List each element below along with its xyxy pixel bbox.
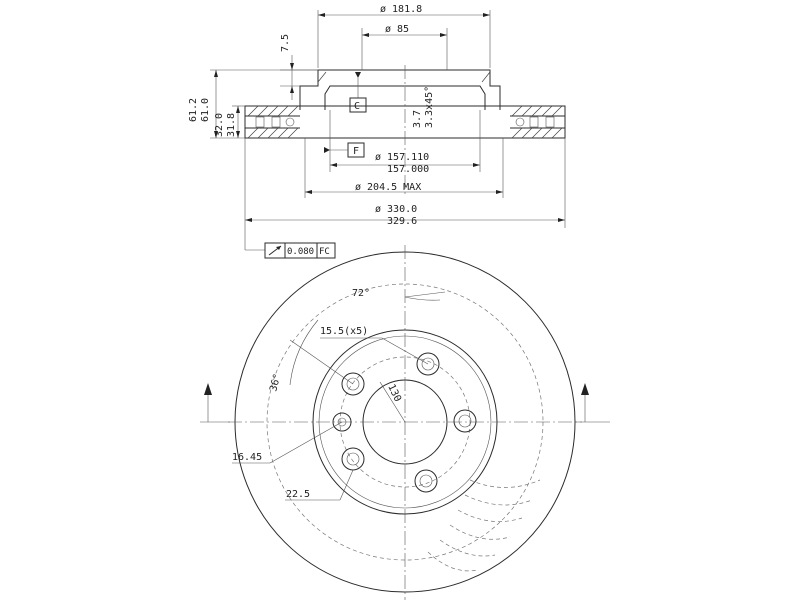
dim-outer-max: ø 330.0 [375, 204, 417, 215]
front-view [200, 245, 610, 600]
dim-small-hole: 16.45 [232, 452, 262, 463]
dim-inner-max: ø 204.5 MAX [355, 182, 421, 193]
bolt-hole [453, 409, 477, 433]
dim-chamfer-1: 3.7 [412, 110, 423, 128]
dim-hub-min: 157.000 [387, 164, 429, 175]
dim-chamfer-2: 3.3x45° [424, 86, 435, 128]
dim-center-bore: ø 85 [385, 24, 409, 35]
datum-f-label: F [353, 146, 359, 157]
angle-small-hole: 22.5 [286, 489, 310, 500]
bolt-hole [341, 372, 365, 396]
bolt-holes [332, 352, 477, 493]
dim-outer-min: 329.6 [387, 216, 417, 227]
dim-height-max: 61.2 [188, 98, 199, 122]
dim-height-min: 61.0 [200, 98, 211, 122]
bolt-hole [341, 447, 365, 471]
dim-hat-diameter: ø 181.8 [380, 4, 422, 15]
tolerance-value: 0.080 [287, 247, 314, 257]
tolerance-datum-box [316, 242, 336, 259]
vane-lines [427, 479, 541, 572]
angle-bolt-pitch: 72° [352, 288, 370, 299]
dim-thickness-min: 31.8 [226, 113, 237, 137]
tolerance-datum: FC [319, 247, 330, 257]
dim-thickness-max: 32.0 [214, 113, 225, 137]
dim-hub-max: ø 157.110 [375, 152, 429, 163]
right-section-hatch [511, 105, 563, 139]
dim-hat-offset: 7.5 [280, 34, 291, 52]
hat-outline [299, 69, 501, 110]
angle-offset: 36° [268, 372, 283, 392]
datum-c-box [349, 97, 367, 113]
section-view [210, 10, 566, 259]
pcd: 130 [385, 383, 403, 404]
hat-inner-outline [324, 85, 486, 110]
hole-spec: 15.5(x5) [320, 326, 368, 337]
bolt-hole [414, 469, 438, 493]
left-section-hatch [247, 105, 299, 139]
locating-hole [332, 412, 352, 432]
bolt-hole [416, 352, 440, 376]
datum-c-label: C [354, 101, 360, 112]
